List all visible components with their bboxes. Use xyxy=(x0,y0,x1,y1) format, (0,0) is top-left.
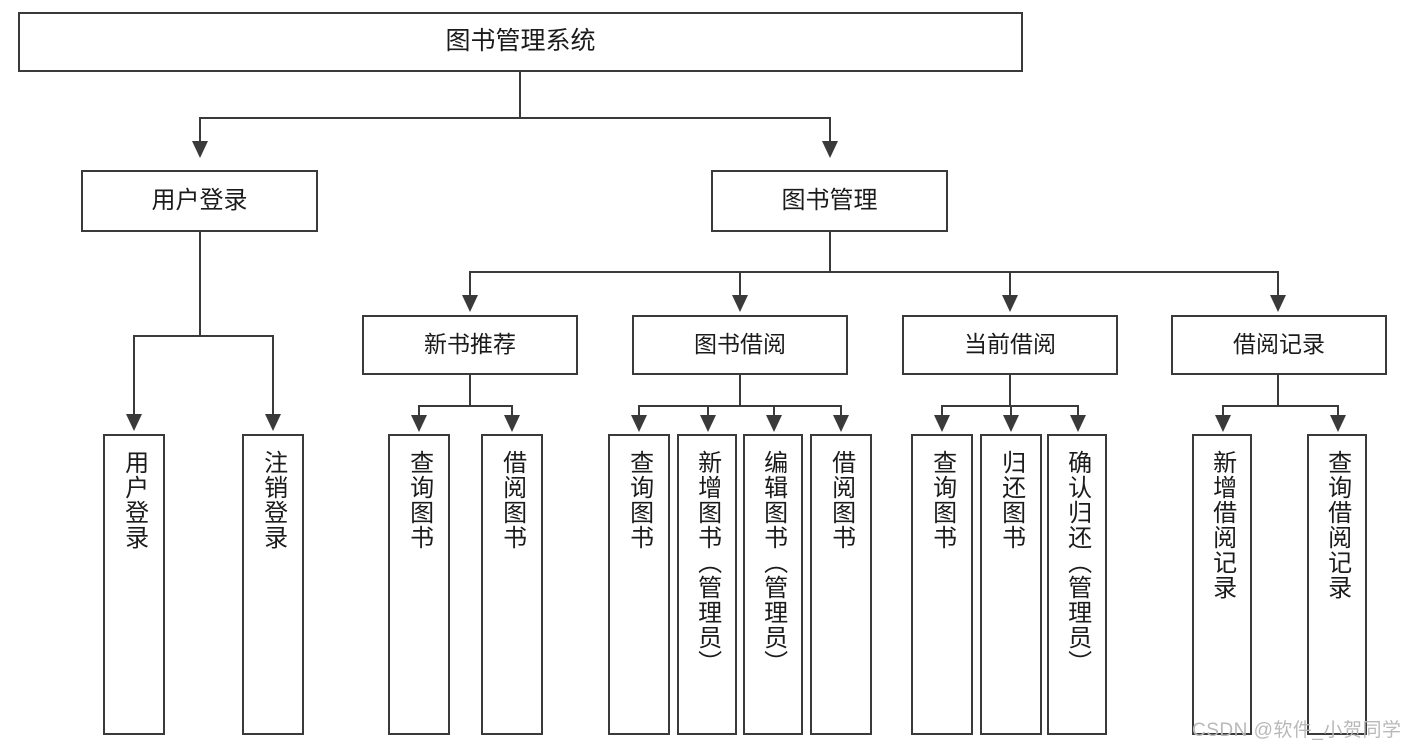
connector-new-book-recommend-leaf-2 xyxy=(511,405,513,417)
node-leaf-query-record-label: 查询借阅记录 xyxy=(1323,450,1351,600)
node-leaf-add-book[interactable]: 新增图书（管理员） xyxy=(677,434,737,735)
connector-borrow-record-leaf-1 xyxy=(1222,405,1224,417)
connector-root-stem xyxy=(519,72,521,117)
connector-book-borrow-leaf-4 xyxy=(840,405,842,417)
connector-borrow-record-leaf-2 xyxy=(1337,405,1339,417)
node-new-book-recommend-label: 新书推荐 xyxy=(424,331,516,358)
node-leaf-query-record[interactable]: 查询借阅记录 xyxy=(1307,434,1367,735)
node-leaf-user-login-label: 用户登录 xyxy=(120,450,148,550)
node-leaf-edit-book[interactable]: 编辑图书（管理员） xyxy=(743,434,803,735)
arrowhead-book-borrow-leaf-3 xyxy=(766,415,782,432)
node-borrow-record[interactable]: 借阅记录 xyxy=(1171,315,1387,375)
connector-current-borrow-bus xyxy=(941,405,1078,407)
connector-user-login-leaf-2 xyxy=(272,335,274,416)
node-leaf-return-book-label: 归还图书 xyxy=(997,450,1025,550)
arrowhead-to-book-borrow xyxy=(732,295,748,312)
connector-to-book-borrow xyxy=(739,271,741,297)
connector-book-borrow-leaf-1 xyxy=(638,405,640,417)
arrowhead-user-login-leaf-2 xyxy=(265,414,281,431)
node-book-manage[interactable]: 图书管理 xyxy=(711,170,948,232)
node-leaf-query-book-3-label: 查询图书 xyxy=(928,450,956,550)
connector-book-manage-stem xyxy=(829,232,831,271)
connector-current-borrow-leaf-3 xyxy=(1077,405,1079,417)
node-leaf-query-book-3[interactable]: 查询图书 xyxy=(911,434,973,735)
arrowhead-book-borrow-leaf-4 xyxy=(833,415,849,432)
node-root-label: 图书管理系统 xyxy=(445,27,596,56)
arrowhead-book-borrow-leaf-2 xyxy=(700,415,716,432)
arrowhead-borrow-record-leaf-1 xyxy=(1215,415,1231,432)
node-leaf-logout-login[interactable]: 注销登录 xyxy=(242,434,304,735)
node-current-borrow[interactable]: 当前借阅 xyxy=(902,315,1118,375)
connector-book-borrow-leaf-3 xyxy=(773,405,775,417)
node-leaf-query-book-1-label: 查询图书 xyxy=(405,450,433,550)
connector-to-borrow-record xyxy=(1277,271,1279,297)
arrowhead-user-login-leaf-1 xyxy=(126,414,142,431)
connector-level3-bus xyxy=(469,271,1279,273)
node-leaf-confirm-return-label: 确认归还（管理员） xyxy=(1063,450,1091,675)
node-book-borrow[interactable]: 图书借阅 xyxy=(632,315,848,375)
connector-new-book-recommend-leaf-1 xyxy=(418,405,420,417)
connector-to-current-borrow xyxy=(1009,271,1011,297)
connector-user-login-stem xyxy=(199,232,201,335)
node-leaf-add-book-label: 新增图书（管理员） xyxy=(693,450,721,675)
node-leaf-add-record[interactable]: 新增借阅记录 xyxy=(1192,434,1252,735)
arrowhead-to-current-borrow xyxy=(1002,295,1018,312)
arrowhead-book-borrow-leaf-1 xyxy=(631,415,647,432)
node-leaf-query-book-1[interactable]: 查询图书 xyxy=(388,434,450,735)
node-leaf-return-book[interactable]: 归还图书 xyxy=(980,434,1042,735)
connector-new-book-recommend-bus xyxy=(418,405,512,407)
arrowhead-root-to-user-login xyxy=(192,141,208,158)
node-root[interactable]: 图书管理系统 xyxy=(18,12,1023,72)
connector-current-borrow-leaf-2 xyxy=(1010,405,1012,417)
connector-user-login-bus xyxy=(133,335,273,337)
connector-current-borrow-stem xyxy=(1009,375,1011,405)
node-leaf-query-book-2-label: 查询图书 xyxy=(625,450,653,550)
connector-to-new-book-recommend xyxy=(469,271,471,297)
arrowhead-root-to-book-manage xyxy=(822,141,838,158)
node-leaf-confirm-return[interactable]: 确认归还（管理员） xyxy=(1047,434,1107,735)
node-leaf-user-login[interactable]: 用户登录 xyxy=(103,434,165,735)
connector-new-book-recommend-stem xyxy=(469,375,471,405)
arrowhead-current-borrow-leaf-2 xyxy=(1003,415,1019,432)
node-user-login[interactable]: 用户登录 xyxy=(81,170,318,232)
node-current-borrow-label: 当前借阅 xyxy=(964,331,1056,358)
arrowhead-to-new-book-recommend xyxy=(462,295,478,312)
connector-root-to-book-manage xyxy=(829,117,831,143)
node-leaf-borrow-book-2[interactable]: 借阅图书 xyxy=(810,434,872,735)
connector-borrow-record-bus xyxy=(1222,405,1338,407)
connector-book-borrow-bus xyxy=(638,405,841,407)
node-leaf-borrow-book-1-label: 借阅图书 xyxy=(498,450,526,550)
connector-root-bus xyxy=(199,117,831,119)
connector-book-borrow-stem xyxy=(739,375,741,405)
connector-borrow-record-stem xyxy=(1277,375,1279,405)
arrowhead-current-borrow-leaf-1 xyxy=(934,415,950,432)
node-leaf-edit-book-label: 编辑图书（管理员） xyxy=(759,450,787,675)
arrowhead-borrow-record-leaf-2 xyxy=(1330,415,1346,432)
arrowhead-new-book-recommend-leaf-2 xyxy=(504,415,520,432)
node-leaf-borrow-book-2-label: 借阅图书 xyxy=(827,450,855,550)
node-user-login-label: 用户登录 xyxy=(151,186,248,214)
node-leaf-logout-login-label: 注销登录 xyxy=(259,450,287,550)
connector-root-to-user-login xyxy=(199,117,201,143)
node-leaf-query-book-2[interactable]: 查询图书 xyxy=(608,434,670,735)
node-new-book-recommend[interactable]: 新书推荐 xyxy=(362,315,578,375)
connector-book-borrow-leaf-2 xyxy=(707,405,709,417)
connector-current-borrow-leaf-1 xyxy=(941,405,943,417)
arrowhead-to-borrow-record xyxy=(1270,295,1286,312)
node-book-manage-label: 图书管理 xyxy=(781,186,878,214)
connector-user-login-leaf-1 xyxy=(133,335,135,416)
node-leaf-add-record-label: 新增借阅记录 xyxy=(1208,450,1236,600)
node-borrow-record-label: 借阅记录 xyxy=(1233,331,1325,358)
node-leaf-borrow-book-1[interactable]: 借阅图书 xyxy=(481,434,543,735)
node-book-borrow-label: 图书借阅 xyxy=(694,331,786,358)
arrowhead-new-book-recommend-leaf-1 xyxy=(411,415,427,432)
arrowhead-current-borrow-leaf-3 xyxy=(1070,415,1086,432)
